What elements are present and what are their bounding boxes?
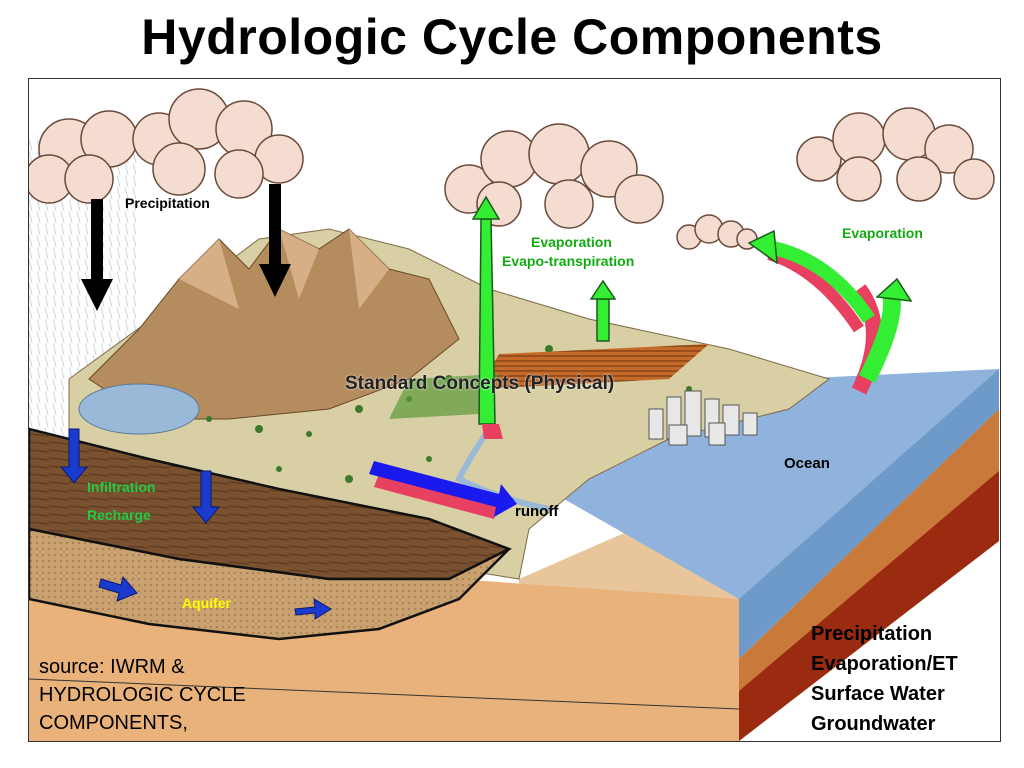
ocean-label: Ocean: [784, 455, 830, 472]
evaporation-center-label: Evaporation: [531, 234, 612, 250]
source-line: source: IWRM &: [39, 656, 185, 678]
component-item: Surface Water: [811, 683, 945, 705]
source-note: source: IWRM & HYDROLOGIC CYCLE COMPONEN…: [39, 653, 246, 737]
infiltration-label: Infiltration: [87, 479, 156, 495]
cloud-top: [132, 88, 304, 199]
clouds: [29, 88, 995, 250]
precipitation-arrow-left: [81, 199, 113, 311]
recharge-label: Recharge: [87, 507, 151, 523]
farm-field: [479, 344, 709, 389]
precipitation-label: Precipitation: [125, 195, 210, 211]
aquifer-label: Aquifer: [182, 595, 231, 611]
precipitation-arrows: [81, 184, 291, 311]
ocean-side: [739, 369, 999, 659]
page-title: Hydrologic Cycle Components: [141, 9, 883, 65]
aquifer-layer: [29, 527, 510, 641]
hydrologic-cycle-illustration: Precipitation Evaporation Evapo-transpir…: [28, 78, 1001, 742]
landscape-drawing: [29, 88, 999, 741]
source-line: COMPONENTS,: [39, 712, 188, 734]
lake: [78, 383, 200, 435]
evaporation-right-label: Evaporation: [842, 225, 923, 241]
component-item: Precipitation: [811, 623, 933, 645]
components-list: Precipitation Evaporation/ET Surface Wat…: [811, 619, 958, 739]
cloud-right: [796, 107, 995, 202]
cloud-left: [29, 110, 138, 204]
runoff-arrows: [369, 461, 517, 519]
cloud-small: [676, 214, 758, 250]
cloud-center: [444, 123, 664, 229]
ocean-surface: [529, 369, 999, 599]
infiltration-arrows: [59, 428, 332, 620]
evaporation-arrows: [471, 195, 913, 439]
river: [454, 427, 550, 512]
precipitation-arrow-right: [259, 184, 291, 297]
city: [648, 390, 758, 446]
component-item: Groundwater: [811, 713, 936, 735]
standard-concepts-label: Standard Concepts (Physical): [345, 373, 615, 394]
source-line: HYDROLOGIC CYCLE: [39, 684, 246, 706]
ocean-mantle: [739, 471, 999, 741]
runoff-label: runoff: [515, 503, 559, 520]
evapotranspiration-label: Evapo-transpiration: [502, 253, 635, 269]
component-item: Evaporation/ET: [811, 653, 958, 675]
